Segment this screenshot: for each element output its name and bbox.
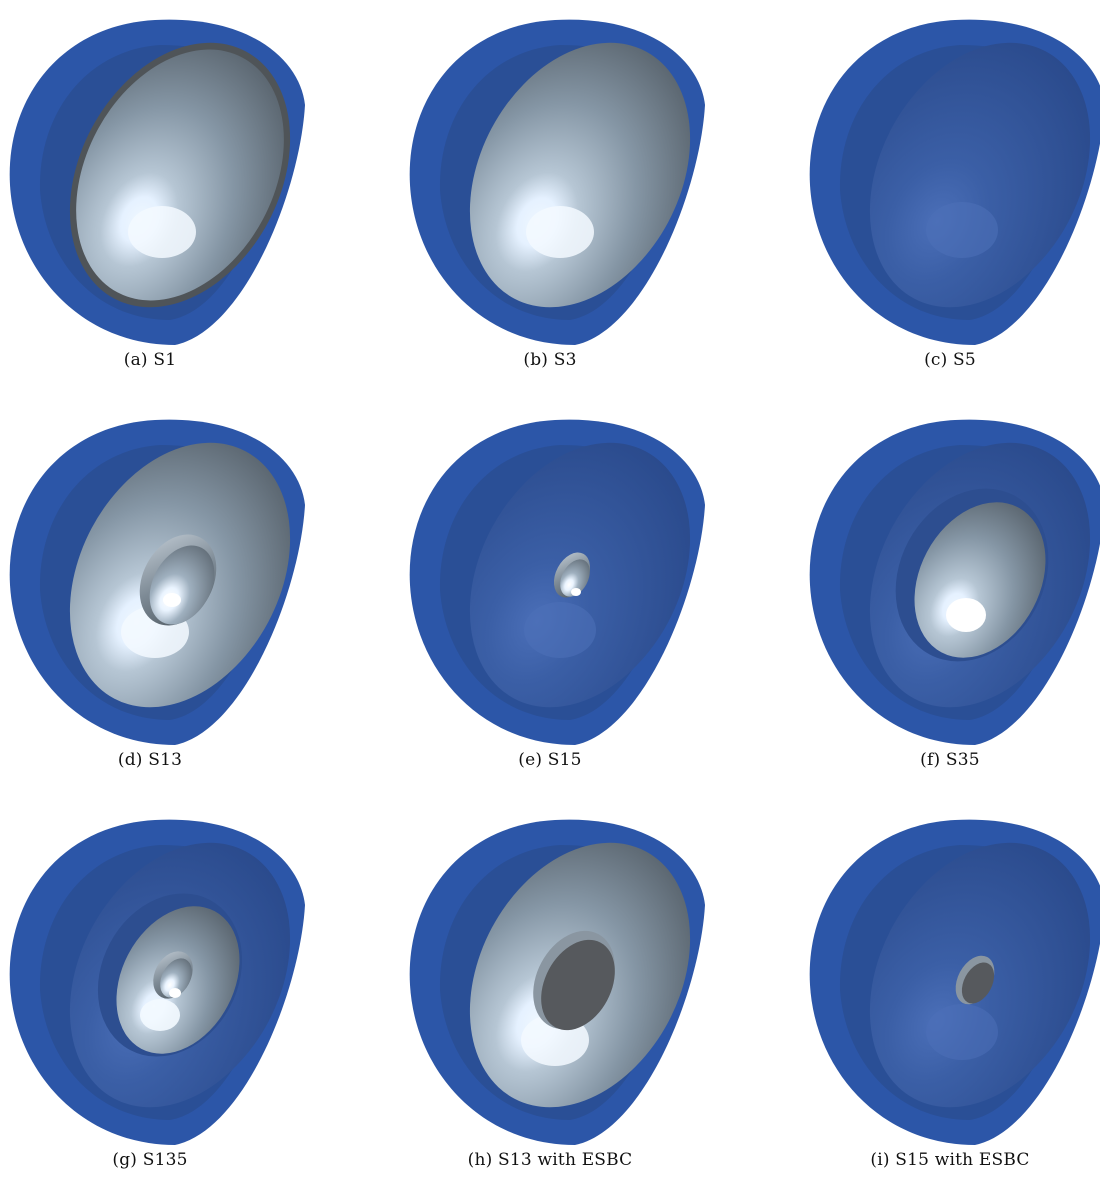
panel-h: (h) S13 with ESBC xyxy=(400,800,705,1180)
panel-i: (i) S15 with ESBC xyxy=(800,800,1100,1180)
shell-s1-illustration xyxy=(9,19,306,346)
panel-b: (b) S3 xyxy=(400,0,705,380)
caption-e: (e) S15 xyxy=(518,750,582,770)
panel-e: (e) S15 xyxy=(400,400,705,780)
shell-s3-illustration xyxy=(409,19,705,346)
panel-f: (f) S35 xyxy=(800,400,1100,780)
caption-h: (h) S13 with ESBC xyxy=(467,1150,633,1170)
shell-s5-illustration xyxy=(809,19,1100,345)
panel-a: (a) S1 xyxy=(0,0,306,380)
shell-s13-illustration xyxy=(9,419,306,745)
panel-d: (d) S13 xyxy=(0,400,306,780)
shell-s13-esbc-illustration xyxy=(409,819,705,1145)
caption-a: (a) S1 xyxy=(123,350,177,370)
panel-c: (c) S5 xyxy=(800,0,1100,380)
shell-s15-esbc-illustration xyxy=(809,819,1100,1145)
shell-s135-illustration xyxy=(9,819,306,1145)
caption-b: (b) S3 xyxy=(523,350,577,370)
caption-d: (d) S13 xyxy=(117,750,183,770)
shell-s15-illustration xyxy=(409,419,705,745)
shell-s35-illustration xyxy=(809,419,1100,745)
caption-g: (g) S135 xyxy=(112,1150,188,1170)
caption-c: (c) S5 xyxy=(924,350,976,370)
panel-g: (g) S135 xyxy=(0,800,306,1180)
caption-i: (i) S15 with ESBC xyxy=(870,1150,1030,1170)
caption-f: (f) S35 xyxy=(920,750,980,770)
